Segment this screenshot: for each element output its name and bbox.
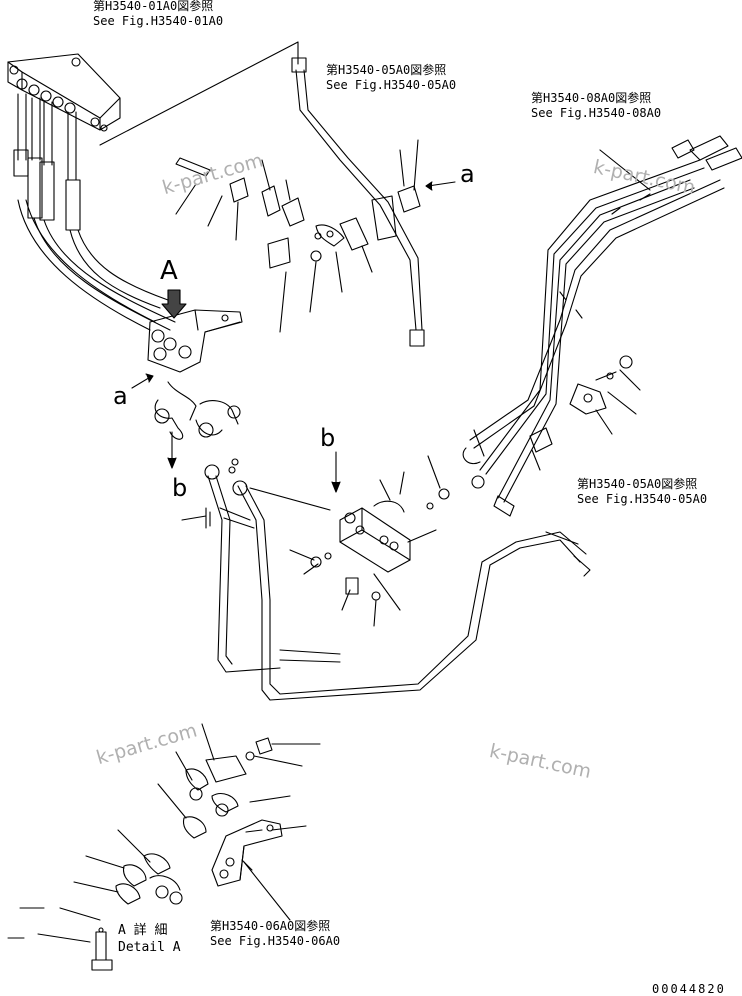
reference-jp: 第H3540-05A0図参照	[326, 63, 447, 77]
detail-jp: A 詳 細	[118, 923, 168, 938]
top-hose-and-clamps	[175, 57, 425, 347]
reference-jp: 第H3540-01A0図参照	[93, 0, 214, 13]
reference-label-05a0-right: 第H3540-05A0図参照 See Fig.H3540-05A0	[577, 477, 707, 507]
reference-label-05a0-top: 第H3540-05A0図参照 See Fig.H3540-05A0	[326, 63, 456, 93]
view-label-a: A	[160, 256, 178, 286]
reference-en: See Fig.H3540-05A0	[577, 492, 708, 506]
reference-en: See Fig.H3540-01A0	[93, 14, 224, 28]
detail-en: Detail A	[118, 940, 181, 955]
detail-a-assembly	[7, 723, 321, 971]
hose-group	[13, 93, 176, 331]
reference-en: See Fig.H3540-06A0	[210, 934, 341, 948]
arrow-label-b-mid: b	[320, 424, 336, 452]
figure-number: 00044820	[652, 982, 726, 996]
right-pipe-bundle	[462, 135, 742, 517]
detail-a-caption: A 詳 細 Detail A	[118, 922, 181, 956]
reference-en: See Fig.H3540-05A0	[326, 78, 457, 92]
arrow-a-top	[427, 181, 456, 187]
reference-label-01a0: 第H3540-01A0図参照 See Fig.H3540-01A0	[93, 0, 223, 29]
reference-label-06a0: 第H3540-06A0図参照 See Fig.H3540-06A0	[210, 919, 340, 949]
reference-jp: 第H3540-06A0図参照	[210, 919, 331, 933]
callout-leaders	[175, 139, 651, 627]
reference-leader	[99, 41, 299, 146]
view-arrow-a	[161, 289, 187, 319]
arrow-label-b-left: b	[172, 474, 188, 502]
arrow-label-a-top: a	[460, 160, 475, 188]
manifold-block	[7, 53, 121, 132]
valve-assembly	[147, 309, 243, 440]
pipe-lines	[204, 458, 591, 701]
reference-en: See Fig.H3540-08A0	[531, 106, 662, 120]
valve-bracket	[310, 488, 450, 601]
reference-jp: 第H3540-05A0図参照	[577, 477, 698, 491]
arrow-label-a-left: a	[113, 382, 128, 410]
reference-jp: 第H3540-08A0図参照	[531, 91, 652, 105]
reference-label-08a0: 第H3540-08A0図参照 See Fig.H3540-08A0	[531, 91, 661, 121]
